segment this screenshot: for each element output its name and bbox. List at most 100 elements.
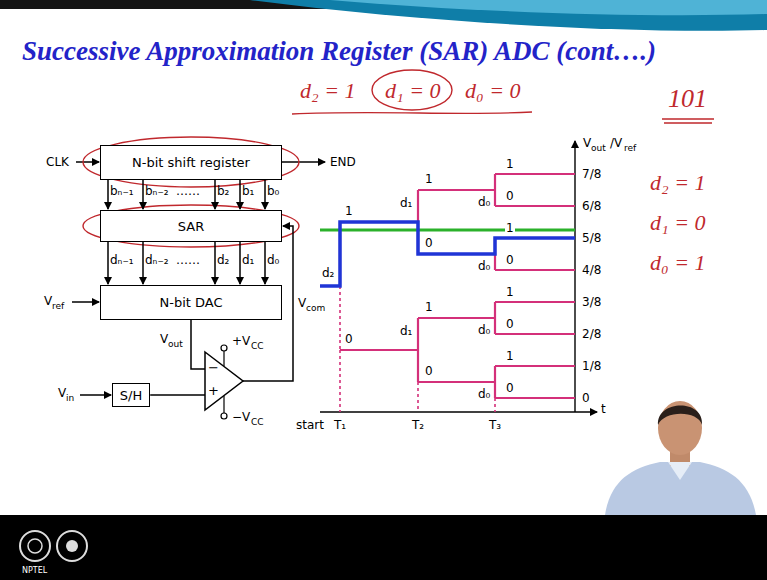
tick-label: 4/8 xyxy=(582,263,601,277)
signal-name: END xyxy=(330,155,356,169)
block-label: SAR xyxy=(178,219,204,234)
branch-value: 1 xyxy=(344,204,354,218)
block-label: S/H xyxy=(120,388,142,403)
handwritten-note: d₀ = 1 xyxy=(650,250,706,276)
handwritten-note: d₁ = 0 xyxy=(650,210,706,236)
signal-subscript: CC xyxy=(251,417,264,427)
pen-annotations xyxy=(83,70,714,247)
connector-line xyxy=(214,242,216,284)
tick-label: 7/8 xyxy=(582,167,601,181)
end-arrow xyxy=(282,161,325,163)
branch-value: 0 xyxy=(505,189,515,203)
bit-name: dₙ₋₂ xyxy=(145,253,169,267)
supply-terminal xyxy=(221,413,227,419)
signal-subscript: ref xyxy=(52,301,64,311)
branch-value: 1 xyxy=(505,157,515,171)
handwritten-note: d₂ = 1 xyxy=(300,78,356,104)
logo xyxy=(28,539,42,553)
tick-label: 3/8 xyxy=(582,295,601,309)
bit-name: d₀ xyxy=(478,323,490,337)
logo xyxy=(66,540,78,552)
tick-label: 5/8 xyxy=(582,231,601,245)
tick-label: 0 xyxy=(582,391,590,405)
bit-name: d₀ xyxy=(478,195,490,209)
tick-label: 6/8 xyxy=(582,199,601,213)
bit-name: d₀ xyxy=(478,387,490,401)
vin-arrow xyxy=(80,394,111,396)
connector-line xyxy=(264,180,266,209)
connector-line xyxy=(214,180,216,209)
supply-wire xyxy=(223,396,224,413)
bit-name: b₂ xyxy=(217,184,229,198)
axis-label: t xyxy=(601,402,606,416)
signal-name: CLK xyxy=(46,155,69,169)
signal-name: V xyxy=(160,332,168,346)
branch-value: 1 xyxy=(505,221,515,235)
input-level xyxy=(320,229,575,232)
connector-line xyxy=(142,242,144,284)
branch-value: 1 xyxy=(505,285,515,299)
axis-subscript: out xyxy=(591,143,606,153)
bit-name: d₂ xyxy=(322,266,334,280)
signal-subscript: in xyxy=(66,393,74,403)
connector xyxy=(150,395,205,396)
sar-block: SAR xyxy=(100,210,282,242)
bit-name: d₀ xyxy=(478,259,490,273)
handwritten-note: d₁ = 0 xyxy=(385,78,441,104)
comparator-symbol: −+ xyxy=(205,352,243,410)
tick-label: 2/8 xyxy=(582,327,601,341)
branch-value: 0 xyxy=(424,236,434,250)
branch-value: 0 xyxy=(505,381,515,395)
branch-value: 1 xyxy=(424,300,434,314)
logo xyxy=(57,531,87,561)
shift-register-block: N-bit shift register xyxy=(100,145,282,180)
presenter xyxy=(605,401,756,515)
slide-title: Successive Approximation Register (SAR) … xyxy=(22,36,656,67)
axis-label: V xyxy=(583,136,591,150)
branch-value: 0 xyxy=(344,332,354,346)
time-label: start xyxy=(296,418,324,432)
connector-line xyxy=(150,394,205,396)
time-label: T₂ xyxy=(412,418,424,432)
connector-line xyxy=(107,180,109,209)
connector-line xyxy=(264,242,266,284)
supply-name: −V xyxy=(232,410,250,424)
input-sign: − xyxy=(208,361,219,375)
bit-name: …… xyxy=(176,184,200,198)
handwritten-note: d₀ = 0 xyxy=(465,78,521,104)
signal-name: V xyxy=(58,386,66,400)
bit-name: dₙ₋₁ xyxy=(110,253,134,267)
sar-step-graph xyxy=(320,141,597,412)
connector-line xyxy=(191,320,205,369)
branch-value: 1 xyxy=(424,172,434,186)
connector-line xyxy=(239,242,241,284)
vref-arrow xyxy=(72,301,99,303)
watermark: NPTEL xyxy=(22,566,47,575)
bit-name: d₁ xyxy=(400,324,412,338)
supply-name: +V xyxy=(232,334,250,348)
comparator-triangle xyxy=(205,352,243,410)
top-swoosh-light xyxy=(330,0,767,15)
block-label: N-bit shift register xyxy=(132,155,250,170)
bit-name: b₀ xyxy=(267,184,279,198)
time-label: T₁ xyxy=(334,418,346,432)
supply-wire xyxy=(223,351,224,366)
tick-label: 1/8 xyxy=(582,359,601,373)
signal-subscript: com xyxy=(306,303,325,313)
supply-terminal xyxy=(221,345,227,351)
branch-value: 1 xyxy=(505,349,515,363)
bit-name: bₙ₋₁ xyxy=(110,184,134,198)
signal-subscript: CC xyxy=(251,341,264,351)
signal-subscript: out xyxy=(168,339,183,349)
input-sign: + xyxy=(208,384,219,398)
branch-value: 0 xyxy=(505,317,515,331)
dac-block: N-bit DAC xyxy=(100,285,282,320)
bottom-band xyxy=(0,515,767,580)
dac-output-trace xyxy=(320,222,575,286)
sample-hold-block: S/H xyxy=(112,383,150,407)
connector xyxy=(108,180,265,209)
bit-name: bₙ₋₂ xyxy=(145,184,169,198)
bit-name: d₂ xyxy=(217,253,229,267)
connector xyxy=(191,320,205,369)
